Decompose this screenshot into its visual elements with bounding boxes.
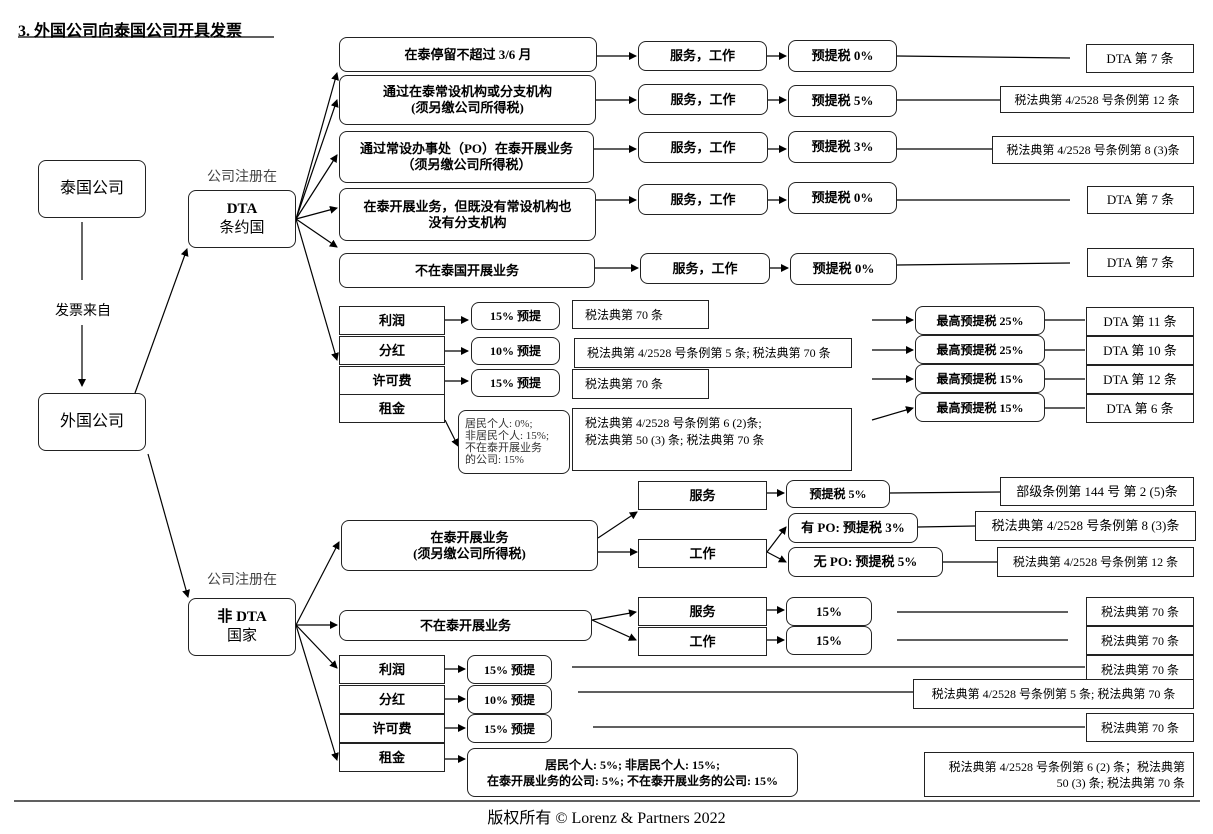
nondta-biz-service-tax: 预提税 5% [786, 480, 890, 508]
nondta-income-ref-3-l1: 税法典第 4/2528 号条例第 6 (2) 条；税法典第 [948, 759, 1185, 774]
nondta-income-label-1: 分红 [339, 685, 445, 714]
nondta-biz-service-ref: 部级条例第 144 号 第 2 (5)条 [1000, 477, 1194, 506]
dta-income-wht-2: 15% 预提 [471, 369, 560, 397]
dta-cond-3: 在泰开展业务，但既没有常设机构也 没有分支机构 [339, 188, 596, 241]
nondta-nobiz-service: 服务 [638, 597, 767, 626]
nondta-nobiz-work-ref: 税法典第 70 条 [1086, 626, 1194, 655]
nondta-nobiz-cond: 不在泰开展业务 [339, 610, 592, 641]
dta-cond-2: 通过常设办事处（PO）在泰开展业务 （须另缴公司所得税） [339, 131, 594, 183]
dta-cond-1-l2: (须另缴公司所得税) [411, 100, 524, 115]
dta-label-1: DTA [226, 201, 258, 217]
page-title: 3. 外国公司向泰国公司开具发票 [18, 23, 243, 40]
nondta-income-wht-1: 10% 预提 [467, 685, 552, 714]
dta-ref-3: DTA 第 7 条 [1087, 186, 1194, 214]
thai-company-box: 泰国公司 [38, 160, 146, 218]
dta-income-ref-0: DTA 第 11 条 [1086, 307, 1194, 336]
nondta-income-wht-2: 15% 预提 [467, 714, 552, 743]
dta-ref-4: DTA 第 7 条 [1087, 248, 1194, 277]
dta-income-ref-3: DTA 第 6 条 [1086, 394, 1194, 423]
nondta-income-wht-3-l1: 居民个人: 5%; 非居民个人: 15%; [545, 757, 720, 772]
dta-label-2: 条约国 [219, 220, 265, 236]
nondta-income-label-3: 租金 [339, 743, 445, 772]
nondta-biz-po: 有 PO: 预提税 3% [788, 513, 918, 543]
dta-income-max-2: 最高预提税 15% [915, 364, 1045, 393]
dta-income-law-3-l2: 税法典第 50 (3) 条; 税法典第 70 条 [585, 433, 765, 447]
dta-cond-4: 不在泰国开展业务 [339, 253, 595, 288]
dta-cond-1-l1: 通过在泰常设机构或分支机构 [382, 84, 552, 99]
nondta-biz-cond: 在泰开展业务 (须另缴公司所得税) [341, 520, 598, 571]
dta-tax-1: 预提税 5% [788, 85, 897, 117]
dta-income-max-0: 最高预提税 25% [915, 306, 1045, 335]
nondta-biz-nopo-ref: 税法典第 4/2528 号条例第 12 条 [997, 547, 1194, 577]
nondta-nobiz-service-ref: 税法典第 70 条 [1086, 597, 1194, 626]
dta-income-law-0: 税法典第 70 条 [572, 300, 709, 329]
dta-income-law-1: 税法典第 4/2528 号条例第 5 条; 税法典第 70 条 [574, 338, 852, 368]
dta-registered-label: 公司注册在 [207, 170, 277, 185]
dta-ref-1: 税法典第 4/2528 号条例第 12 条 [1000, 86, 1194, 113]
nondta-label-1: 非 DTA [217, 609, 267, 625]
dta-income-max-1: 最高预提税 25% [915, 335, 1045, 364]
nondta-income-wht-3-l2: 在泰开展业务的公司: 5%; 不在泰开展业务的公司: 15% [487, 773, 778, 788]
nondta-country-box: 非 DTA 国家 [188, 598, 296, 656]
dta-cond-1: 通过在泰常设机构或分支机构 (须另缴公司所得税) [339, 75, 596, 125]
dta-ref-0: DTA 第 7 条 [1086, 44, 1194, 73]
dta-cond-2-l2: （须另缴公司所得税） [401, 157, 532, 172]
dta-income-label-2: 许可费 [339, 366, 445, 395]
dta-type-0: 服务，工作 [638, 41, 767, 71]
dta-income-max-3: 最高预提税 15% [915, 393, 1045, 422]
dta-type-4: 服务，工作 [640, 253, 770, 284]
dta-cond-3-l1: 在泰开展业务，但既没有常设机构也 [363, 198, 572, 214]
dta-income-wht-3-l1: 居民个人: 0%; [465, 418, 533, 430]
dta-tax-4: 预提税 0% [790, 253, 897, 285]
dta-income-label-0: 利润 [339, 306, 445, 335]
nondta-income-label-0: 利润 [339, 655, 445, 684]
nondta-registered-label: 公司注册在 [207, 573, 277, 588]
dta-income-law-3: 税法典第 4/2528 号条例第 6 (2)条; 税法典第 50 (3) 条; … [572, 408, 852, 471]
nondta-biz-service: 服务 [638, 481, 767, 510]
nondta-income-ref-3: 税法典第 4/2528 号条例第 6 (2) 条；税法典第 50 (3) 条; … [924, 752, 1194, 797]
dta-income-label-1: 分红 [339, 336, 445, 365]
dta-country-box: DTA 条约国 [188, 190, 296, 248]
dta-type-1: 服务，工作 [638, 84, 768, 115]
dta-income-wht-3: 居民个人: 0%; 非居民个人: 15%; 不在泰开展业务 的公司: 15% [458, 410, 570, 474]
nondta-income-label-2: 许可费 [339, 714, 445, 743]
dta-income-wht-3-l2: 非居民个人: 15%; [465, 430, 550, 442]
dta-cond-3-l2: 没有分支机构 [428, 214, 507, 230]
dta-income-label-3: 租金 [339, 394, 445, 423]
dta-income-wht-3-l4: 的公司: 15% [465, 454, 524, 466]
dta-income-wht-3-l3: 不在泰开展业务 [465, 442, 542, 454]
nondta-nobiz-service-tax: 15% [786, 597, 872, 626]
nondta-biz-cond-l2: (须另缴公司所得税) [413, 545, 526, 561]
nondta-income-ref-2: 税法典第 70 条 [1086, 713, 1194, 742]
invoice-from-label: 发票来自 [55, 304, 111, 319]
dta-income-ref-2: DTA 第 12 条 [1086, 365, 1194, 394]
nondta-biz-cond-l1: 在泰开展业务 [430, 529, 509, 545]
dta-tax-0: 预提税 0% [788, 40, 897, 72]
dta-income-ref-1: DTA 第 10 条 [1086, 336, 1194, 365]
dta-tax-2: 预提税 3% [788, 131, 897, 163]
nondta-label-2: 国家 [226, 628, 257, 644]
nondta-biz-nopo: 无 PO: 预提税 5% [788, 547, 943, 577]
dta-ref-2: 税法典第 4/2528 号条例第 8 (3)条 [992, 136, 1194, 164]
dta-cond-0: 在泰停留不超过 3/6 月 [339, 37, 597, 72]
dta-cond-2-l1: 通过常设办事处（PO）在泰开展业务 [359, 141, 574, 156]
dta-income-wht-0: 15% 预提 [471, 302, 560, 330]
nondta-income-ref-1: 税法典第 4/2528 号条例第 5 条; 税法典第 70 条 [913, 679, 1194, 709]
dta-income-law-2: 税法典第 70 条 [572, 369, 709, 399]
nondta-nobiz-work-tax: 15% [786, 626, 872, 655]
nondta-biz-work: 工作 [638, 539, 767, 568]
dta-income-law-3-l1: 税法典第 4/2528 号条例第 6 (2)条; [585, 416, 762, 430]
dta-tax-3: 预提税 0% [788, 182, 897, 214]
nondta-income-wht-3: 居民个人: 5%; 非居民个人: 15%; 在泰开展业务的公司: 5%; 不在泰… [467, 748, 798, 797]
dta-type-2: 服务，工作 [638, 132, 768, 163]
nondta-income-wht-0: 15% 预提 [467, 655, 552, 684]
nondta-nobiz-work: 工作 [638, 627, 767, 656]
dta-type-3: 服务，工作 [638, 184, 768, 215]
footer-copyright: 版权所有 © Lorenz & Partners 2022 [487, 810, 726, 827]
foreign-company-box: 外国公司 [38, 393, 146, 451]
dta-income-wht-1: 10% 预提 [471, 337, 560, 365]
nondta-income-ref-3-l2: 50 (3) 条; 税法典第 70 条 [1056, 775, 1185, 790]
nondta-biz-po-ref: 税法典第 4/2528 号条例第 8 (3)条 [975, 511, 1196, 541]
